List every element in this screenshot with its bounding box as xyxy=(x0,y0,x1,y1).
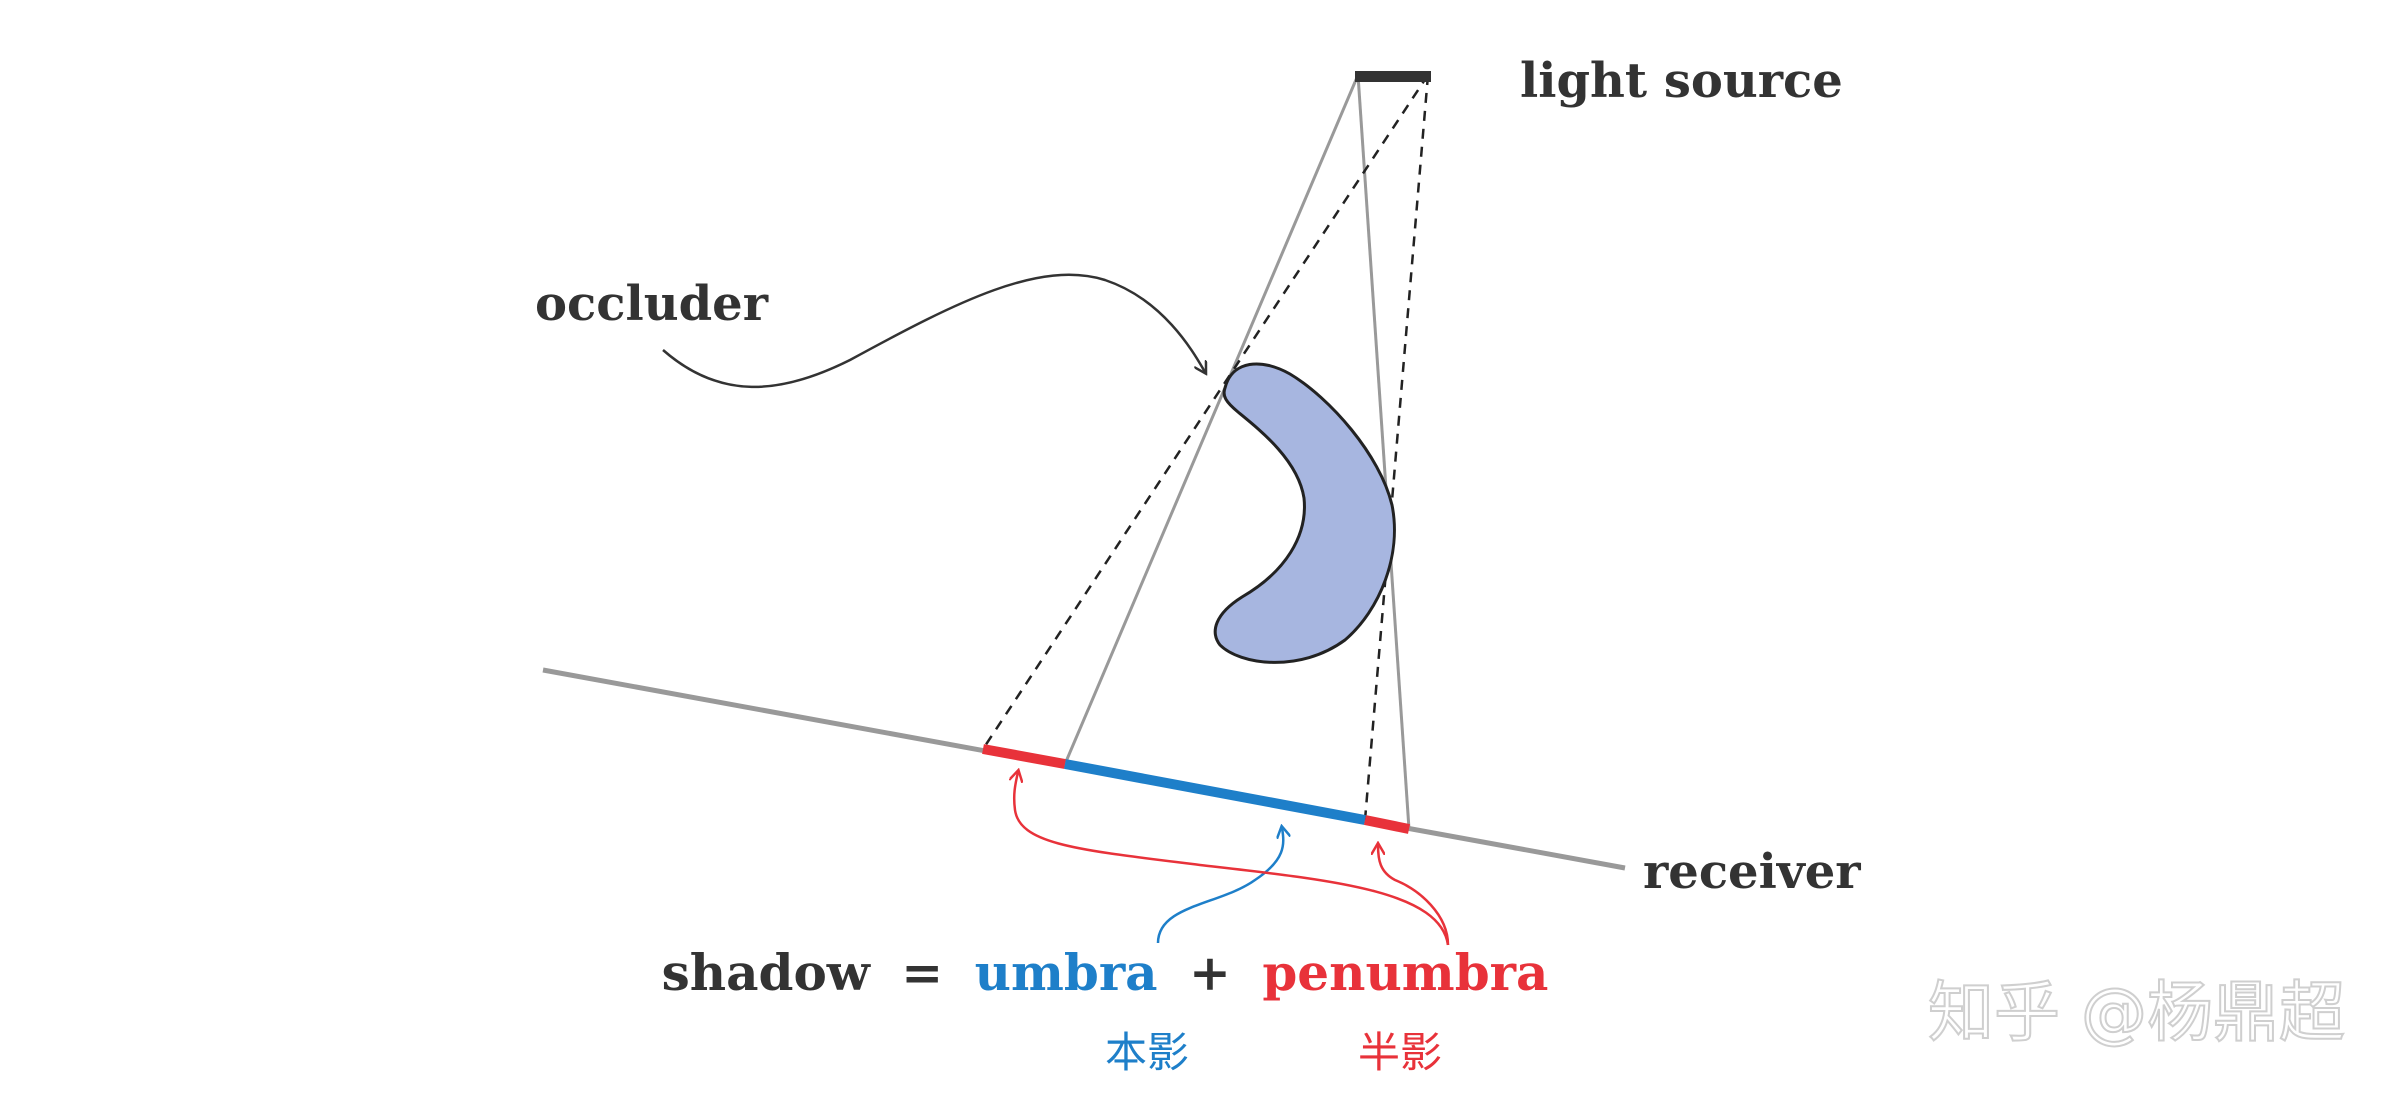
umbra-term: umbra xyxy=(975,943,1158,1002)
penumbra-pointer-arrow-right xyxy=(1378,845,1450,946)
penumbra-term: penumbra xyxy=(1262,943,1548,1002)
umbra-ray-left xyxy=(1063,74,1360,765)
watermark: 知乎 @杨鼎超 xyxy=(1928,974,2345,1051)
light-source-bar xyxy=(1355,71,1431,82)
receiver-label: receiver xyxy=(1643,844,1861,900)
umbra-chinese-label: 本影 xyxy=(1105,1028,1189,1077)
penumbra-segment-right xyxy=(1363,815,1411,834)
penumbra-ray-right xyxy=(1363,74,1430,821)
umbra-ray-right xyxy=(1356,74,1411,830)
occluder-label: occluder xyxy=(535,276,769,332)
plus-sign: + xyxy=(1189,943,1231,1002)
umbra-pointer-arrow xyxy=(1156,828,1283,944)
occluder-shape xyxy=(1213,362,1396,664)
light-source-label: light source xyxy=(1520,53,1843,109)
occluder-pointer-arrow xyxy=(662,273,1205,389)
umbra-segment xyxy=(1064,759,1366,825)
penumbra-segment-left xyxy=(982,744,1066,769)
equation: shadow = umbra + penumbra xyxy=(662,943,1549,1002)
penumbra-ray-left xyxy=(981,74,1430,750)
equals-sign: = xyxy=(901,943,943,1002)
penumbra-chinese-label: 半影 xyxy=(1358,1028,1442,1077)
penumbra-pointer-arrow-left xyxy=(1014,772,1450,946)
shadow-term: shadow xyxy=(662,943,872,1002)
